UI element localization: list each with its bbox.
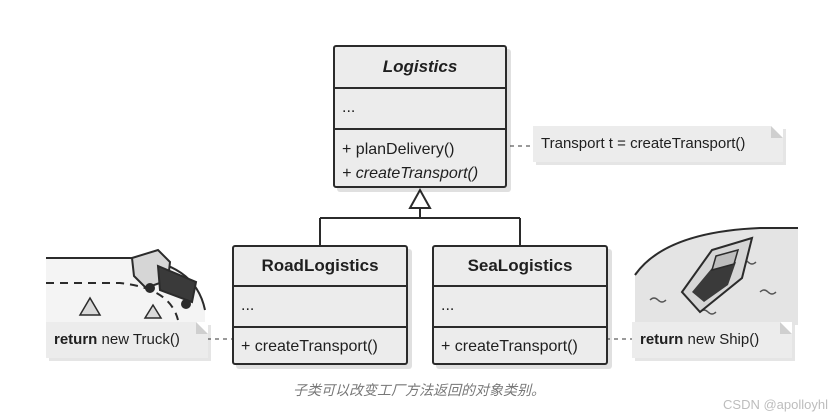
class-logistics-ops: + planDelivery() + createTransport(): [335, 128, 505, 186]
inheritance-arrow: [319, 187, 521, 245]
note-ship-keyword: return: [640, 331, 684, 348]
op-plan-delivery: + planDelivery(): [342, 141, 455, 158]
note-return-truck: return new Truck(): [46, 322, 208, 358]
class-sea-logistics: SeaLogistics ... + createTransport(): [432, 245, 608, 365]
note-truck-text: new Truck(): [97, 331, 180, 348]
ship-icon: [680, 236, 754, 314]
op-create-transport-road: + createTransport(): [241, 338, 378, 355]
class-road-logistics-name: RoadLogistics: [261, 256, 379, 275]
class-logistics: Logistics ... + planDelivery() + createT…: [333, 45, 507, 188]
class-road-logistics: RoadLogistics ... + createTransport(): [232, 245, 408, 365]
class-sea-logistics-ops: + createTransport(): [434, 326, 606, 359]
figure-caption: 子类可以改变工厂方法返回的对象类别。: [293, 383, 545, 399]
class-logistics-fields: ...: [335, 87, 505, 128]
class-road-logistics-fields: ...: [234, 285, 406, 326]
class-logistics-name: Logistics: [382, 57, 458, 76]
note-return-ship: return new Ship(): [632, 322, 792, 358]
watermark: CSDN @apolloyhl: [723, 397, 828, 412]
note-truck-keyword: return: [54, 331, 98, 348]
truck-icon: [130, 248, 198, 309]
class-road-logistics-ops: + createTransport(): [234, 326, 406, 359]
op-create-transport-sea: + createTransport(): [441, 338, 578, 355]
class-sea-logistics-fields: ...: [434, 285, 606, 326]
note-ship-text: new Ship(): [683, 331, 760, 348]
class-sea-logistics-name: SeaLogistics: [467, 256, 573, 275]
note-connectors: [207, 145, 632, 340]
note-transport-text: Transport t = createTransport(): [541, 135, 746, 152]
op-create-transport-abstract: + createTransport(): [342, 165, 479, 182]
note-transport: Transport t = createTransport(): [533, 126, 783, 162]
